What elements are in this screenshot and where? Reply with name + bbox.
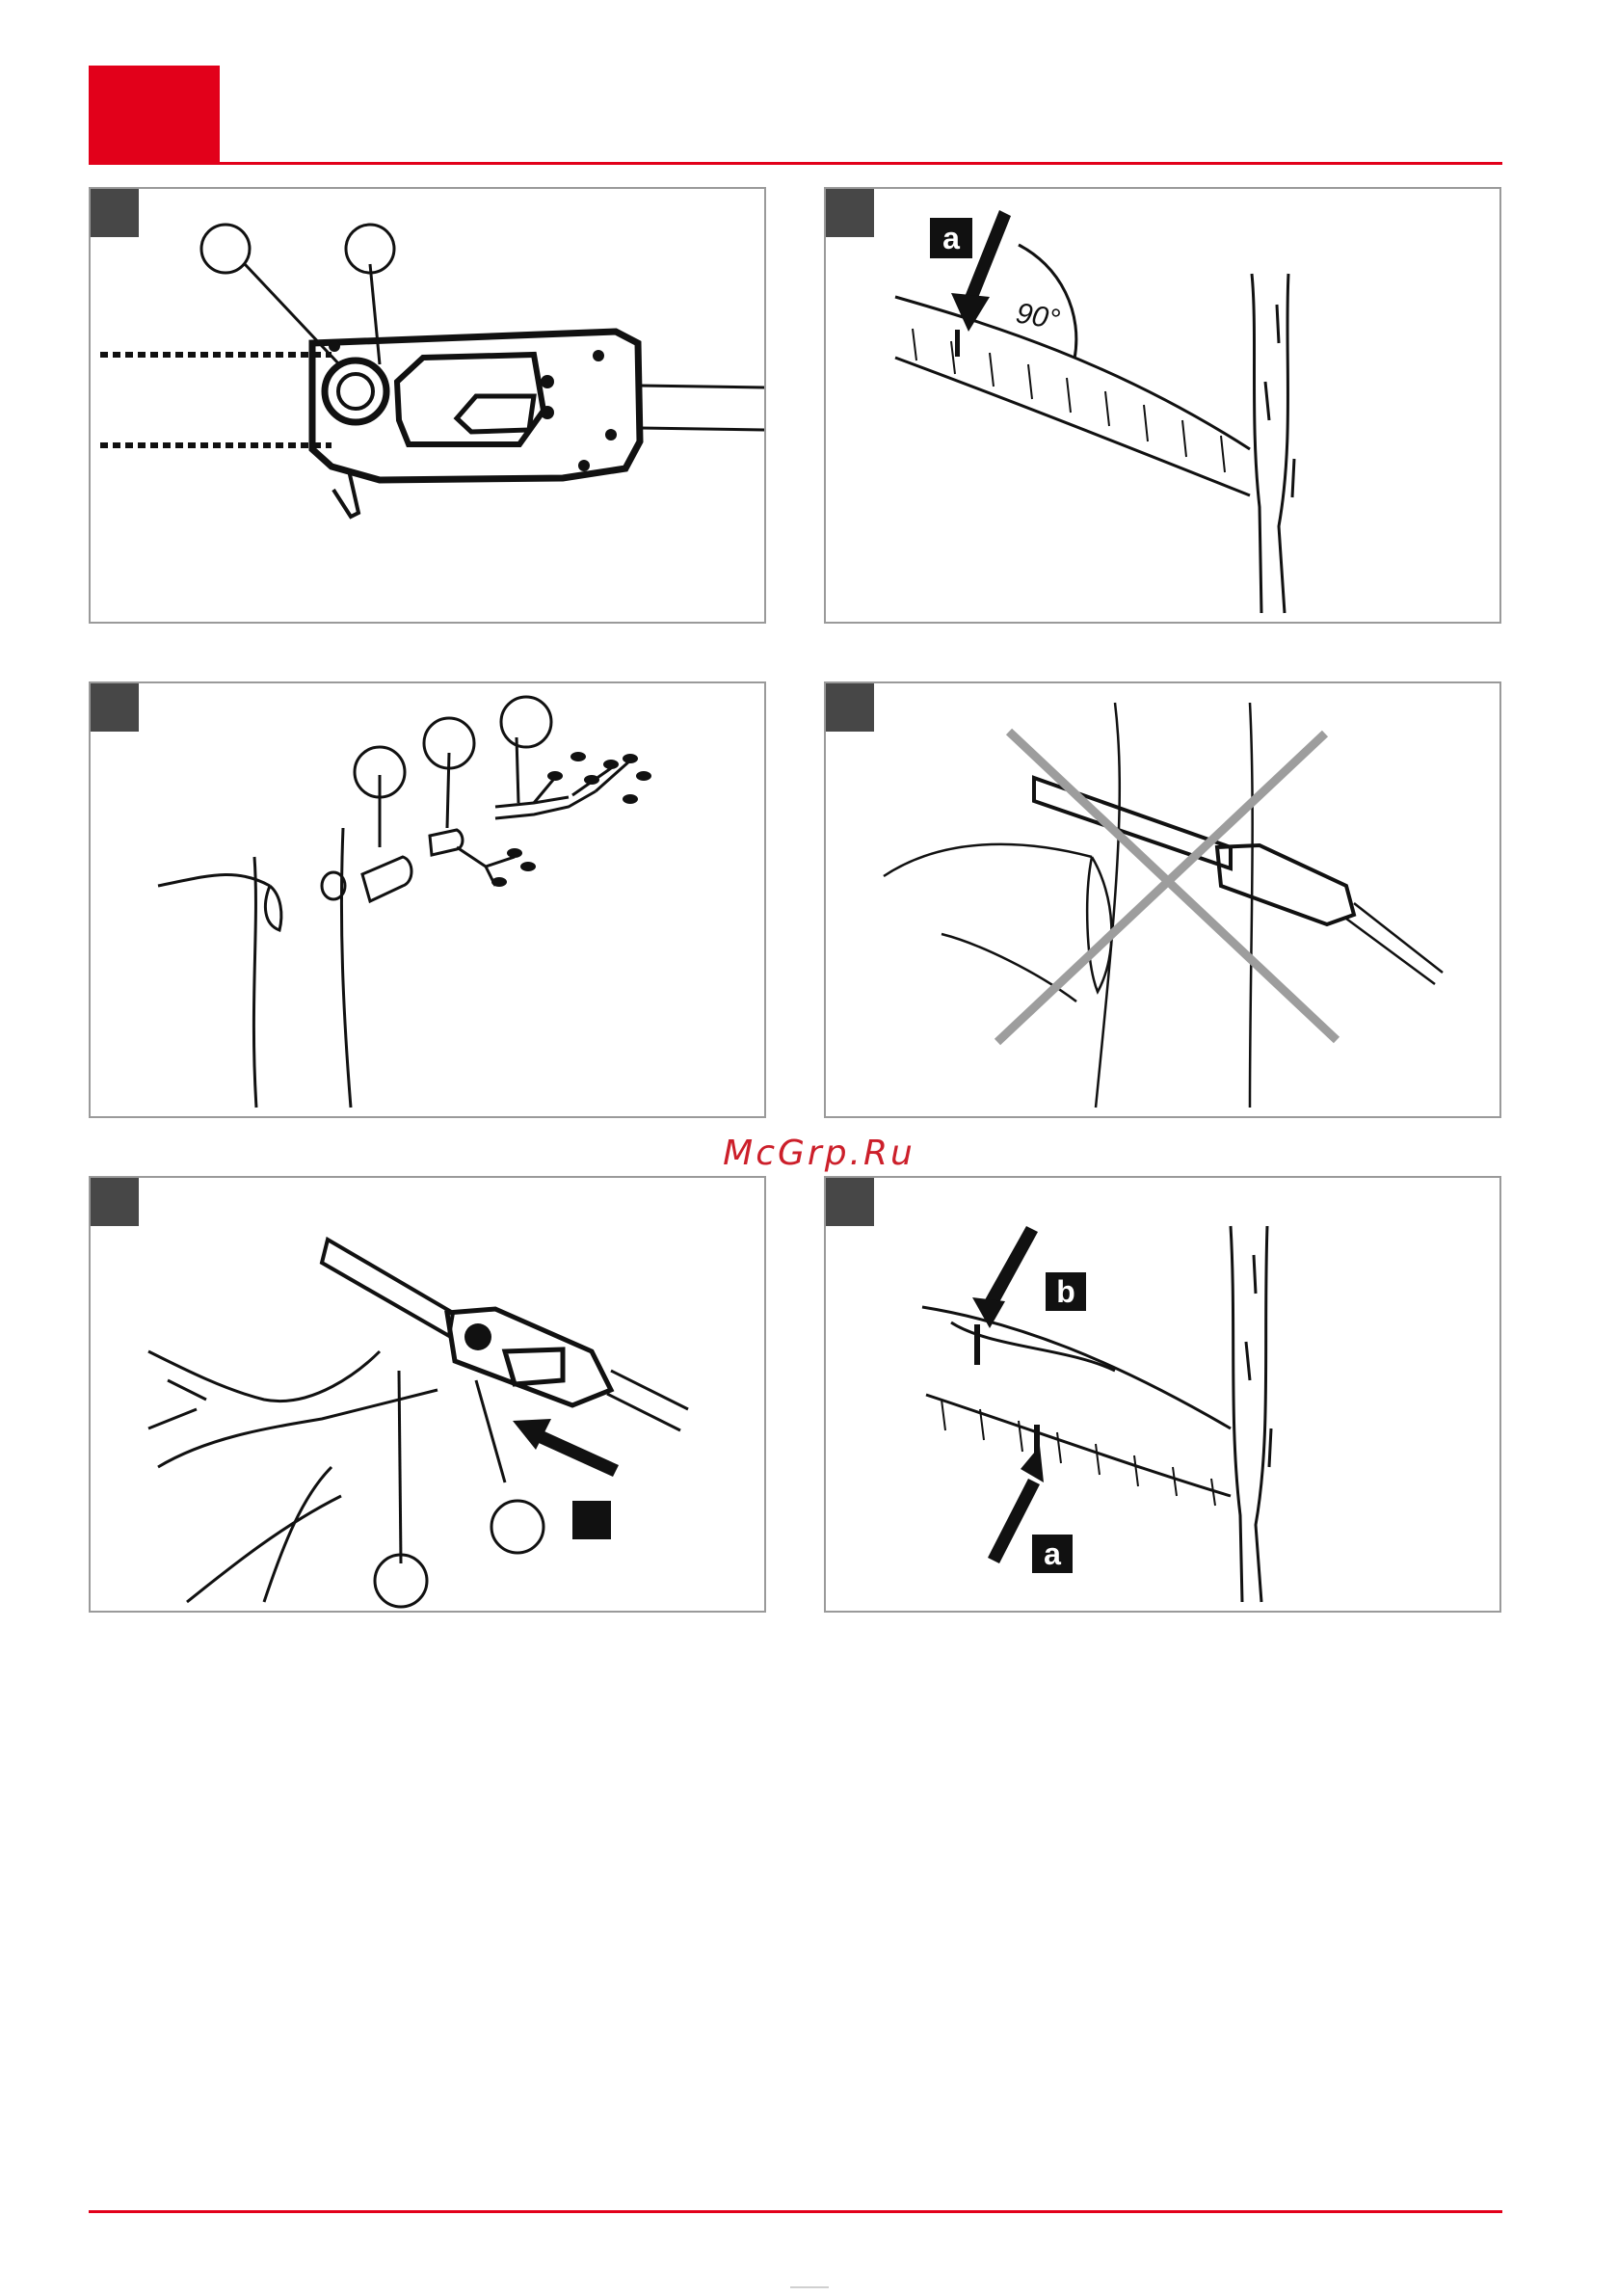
- chain-saw-head-drawing: [91, 189, 766, 624]
- marker-a-label: a: [942, 221, 960, 255]
- figure-wrong-method: [824, 681, 1501, 1118]
- figure-number-badge: [826, 189, 874, 237]
- marker-b-label: b: [1056, 1274, 1075, 1309]
- watermark-text: McGrp.Ru: [713, 1134, 925, 1173]
- figure-number-badge: [826, 683, 874, 732]
- wrong-method-drawing: [826, 683, 1501, 1118]
- figure-number-badge: [91, 189, 139, 237]
- cut-mark-a: [955, 330, 960, 357]
- cross-out-mark: [997, 732, 1337, 1042]
- branch-cut-drawing: a 90°: [826, 189, 1501, 624]
- callout-circle-1: [201, 225, 250, 273]
- figure-two-step-cut: b a: [824, 1176, 1501, 1613]
- footer-rule: [89, 2210, 1502, 2213]
- figure-number-badge: [91, 1178, 139, 1226]
- header-rule: [89, 162, 1502, 165]
- angle-label: 90°: [1014, 297, 1062, 335]
- figure-first-cut: a 90°: [824, 187, 1501, 624]
- figure-pruning-sections: [89, 681, 766, 1118]
- figure-hook-cut: [89, 1176, 766, 1613]
- two-step-cut-drawing: b a: [826, 1178, 1501, 1613]
- pruning-sections-drawing: [91, 683, 766, 1118]
- cut-mark-b: [974, 1324, 980, 1365]
- figure-chain-tension: [89, 187, 766, 624]
- figure-number-badge: [91, 683, 139, 732]
- figure-number-badge: [826, 1178, 874, 1226]
- footer-mark: [790, 2286, 829, 2288]
- hook-cut-drawing: [91, 1178, 766, 1613]
- marker-a-label: a: [1044, 1536, 1061, 1571]
- section-color-tab: [89, 66, 220, 164]
